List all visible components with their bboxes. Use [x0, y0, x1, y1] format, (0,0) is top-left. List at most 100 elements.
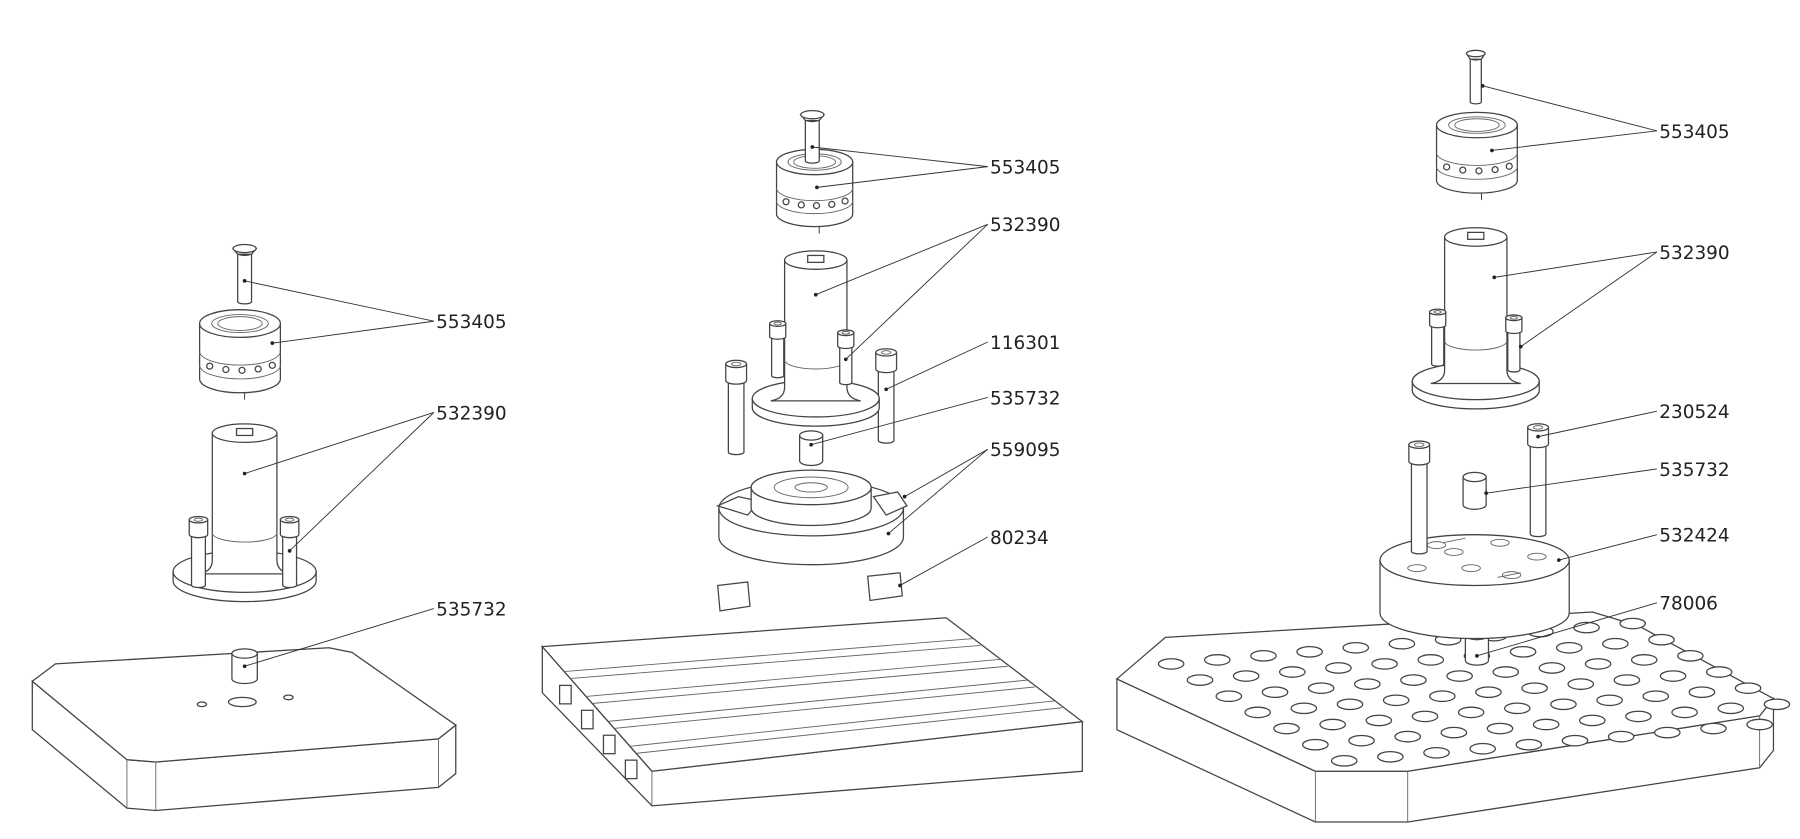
sleeve-top	[231, 648, 258, 659]
leader-line	[816, 166, 988, 188]
leader-line	[244, 280, 434, 322]
body-hex	[235, 427, 254, 437]
pin-side	[1464, 634, 1490, 666]
leader-line	[899, 536, 988, 586]
screw-right-head-top	[279, 515, 300, 524]
grid-hole	[1653, 726, 1681, 739]
sleeve-side	[1462, 476, 1487, 510]
assembly-1-csk-screw-553405	[231, 243, 258, 305]
tnut-right	[867, 572, 903, 602]
csk-screw-shaft-side	[1469, 57, 1482, 105]
sleeve-top	[1462, 471, 1487, 483]
leader-dot	[1492, 275, 1497, 280]
ring-hole-2	[1475, 167, 1483, 175]
screw-right-head-side	[837, 332, 855, 350]
grid-hole	[1342, 641, 1370, 654]
puck-hole	[1490, 538, 1510, 547]
grid-hole	[1492, 666, 1520, 678]
body-column	[770, 259, 861, 402]
csk-screw-head-top	[1465, 49, 1486, 58]
screw-right-head-side	[1505, 317, 1523, 335]
assembly-2-tnuts-80234	[717, 572, 903, 612]
grid-hole	[1428, 690, 1456, 703]
ring-hole-2	[812, 201, 821, 210]
ring-band1	[776, 187, 854, 202]
leader-dot	[242, 664, 247, 669]
screw-long-right-socket	[881, 350, 892, 355]
grid-hole	[1446, 670, 1473, 682]
assembly-3-ring-553405	[1435, 111, 1518, 201]
screw-long-left-shaft-side	[727, 379, 745, 456]
ring-hole-0	[782, 198, 790, 206]
screw-left-head-top	[768, 320, 787, 327]
grid-hole	[1290, 702, 1318, 715]
assembly-2-csk-screw-553405	[799, 110, 826, 164]
puck-slot	[1442, 537, 1466, 544]
label-a2-553405: 553405	[990, 158, 1060, 179]
leader-dot	[1536, 434, 1540, 439]
part-labels: 553405 532390 535732 553405 532390 11630…	[436, 122, 1730, 621]
leader-line	[1476, 602, 1658, 657]
screw-right-shaft-side	[1507, 330, 1521, 373]
grid-hole	[1302, 738, 1329, 751]
leader-line	[1558, 534, 1658, 561]
leader-dot	[242, 471, 247, 476]
slot-line	[608, 679, 1028, 722]
leader-line	[1491, 130, 1657, 151]
screw-left-head-side	[188, 519, 209, 539]
screw-right-head-side	[279, 519, 300, 539]
grid-hole	[1717, 702, 1745, 715]
ring-band2	[776, 200, 854, 215]
csk-screw-shaft-side	[804, 118, 820, 164]
grid-hole	[1515, 738, 1543, 751]
grid-hole	[1671, 706, 1698, 719]
grid-hole	[1550, 698, 1577, 711]
screw-left-shaft-side	[771, 335, 785, 379]
grid-hole	[1423, 746, 1450, 759]
ring-band2	[199, 365, 281, 380]
screw-left-socket	[193, 517, 204, 522]
grid-hole	[1607, 730, 1635, 743]
grid-hole	[1244, 706, 1272, 719]
screw-right-socket	[284, 517, 295, 522]
ring-hole-1	[222, 365, 230, 374]
grid-hole	[1532, 718, 1560, 731]
screw-left-socket	[1433, 310, 1442, 314]
screw-left-head-top	[188, 515, 209, 524]
leader-dot	[270, 341, 275, 345]
csk-screw-shaft-side	[237, 252, 253, 305]
leader-line	[1494, 251, 1657, 278]
slot-line	[629, 700, 1056, 747]
grid-hole	[1625, 710, 1652, 723]
grid-hole	[1642, 690, 1670, 703]
leader-line	[811, 396, 988, 446]
ring-hole-1	[1459, 166, 1467, 174]
screw-long-right-head-top	[1527, 423, 1550, 432]
leader-dot	[1518, 344, 1523, 349]
adapter-center	[794, 482, 828, 493]
leader-line	[815, 223, 988, 296]
ring-hole-0	[206, 362, 214, 370]
lug-right	[872, 491, 908, 516]
screw-left-head-side	[768, 322, 787, 340]
grid-hole	[1538, 662, 1566, 674]
grid-hole	[1232, 670, 1260, 682]
label-a2-80234: 80234	[990, 528, 1049, 549]
grid-hole	[1567, 678, 1595, 690]
ring-hole-4	[841, 197, 849, 205]
slot-line	[614, 686, 1035, 729]
slot-line	[571, 645, 981, 679]
leader-dot	[884, 387, 889, 392]
ring-band2	[1436, 166, 1518, 180]
grid-hole	[1203, 654, 1231, 666]
screw-long-left-shaft-side	[1410, 460, 1428, 555]
assembly-3-sleeve-535732	[1462, 471, 1487, 510]
screw-long-left-head-side	[725, 363, 748, 385]
screw-long-right-head-side	[875, 351, 898, 374]
leader-dot	[1480, 84, 1485, 88]
label-a1-553405: 553405	[436, 312, 506, 333]
label-a3-78006: 78006	[1659, 594, 1718, 615]
ring-hole-3	[828, 200, 836, 209]
grid-hole	[1561, 734, 1589, 747]
